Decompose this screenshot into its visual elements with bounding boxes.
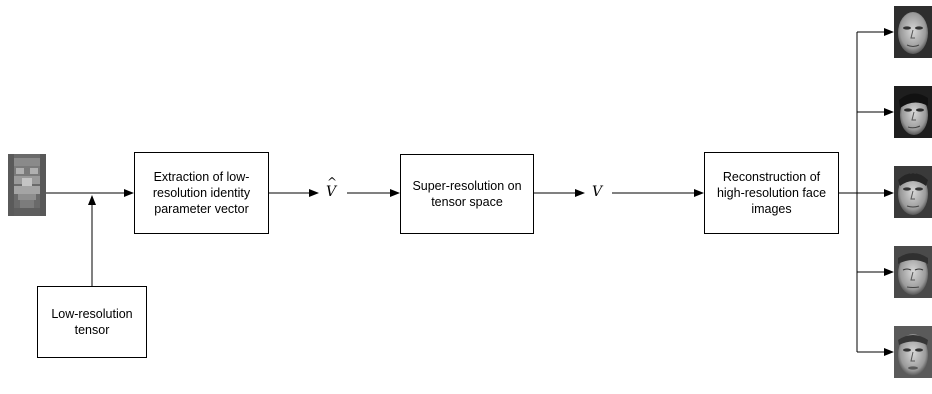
output-face-image-5	[894, 326, 932, 378]
output-face-image-1	[894, 6, 932, 58]
v-hat-symbol: ^ V	[326, 175, 337, 200]
extraction-label: Extraction of low-resolution identity pa…	[152, 170, 251, 216]
v-hat-accent: ^	[327, 175, 338, 189]
output-face-image-2	[894, 86, 932, 138]
v-hat-letter: V	[326, 184, 337, 200]
super-resolution-label: Super-resolution on tensor space	[412, 179, 522, 209]
super-resolution-box: Super-resolution on tensor space	[400, 154, 534, 234]
v-letter: V	[592, 184, 603, 200]
low-resolution-tensor-box: Low-resolution tensor	[37, 286, 147, 358]
reconstruction-box: Reconstruction of high-resolution face i…	[704, 152, 839, 234]
extraction-box: Extraction of low-resolution identity pa…	[134, 152, 269, 234]
low-resolution-tensor-label: Low-resolution tensor	[51, 307, 133, 337]
output-face-image-3	[894, 166, 932, 218]
output-face-image-4	[894, 246, 932, 298]
reconstruction-label: Reconstruction of high-resolution face i…	[716, 170, 827, 216]
input-face-image	[8, 154, 46, 216]
v-symbol: V	[592, 184, 602, 200]
